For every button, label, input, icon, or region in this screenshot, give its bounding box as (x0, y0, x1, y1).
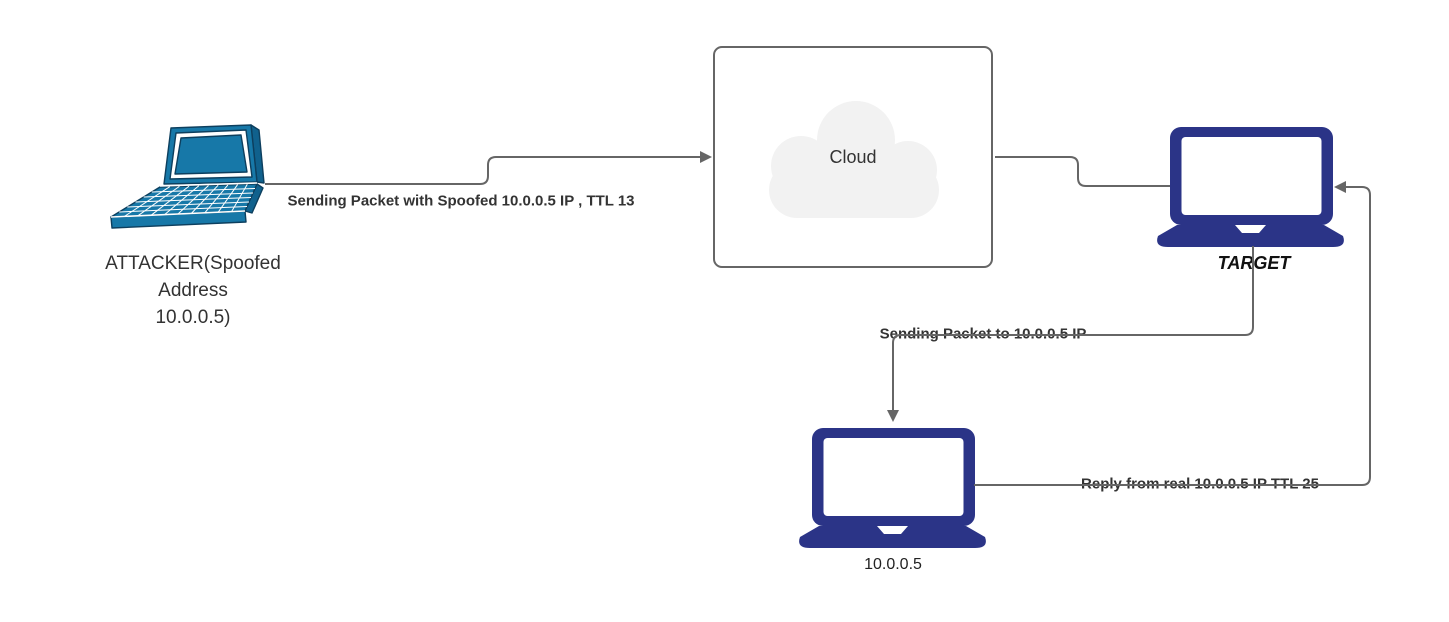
arrowhead-right-icon (700, 151, 712, 163)
laptop-modern-icon (799, 428, 986, 548)
edge-label-target-to-real: Sending Packet to 10.0.0.5 IP (879, 325, 1087, 343)
laptop-modern-icon (1157, 127, 1344, 247)
target-label: TARGET (1217, 253, 1291, 273)
edge-label-attacker-to-cloud: Sending Packet with Spoofed 10.0.0.5 IP … (287, 192, 635, 210)
cloud-icon (769, 101, 939, 218)
cloud-box: Cloud (713, 46, 993, 268)
real-host-laptop-icon (796, 428, 989, 554)
cloud-label: Cloud (829, 147, 877, 167)
real-host-label: 10.0.0.5 (864, 556, 922, 573)
target-laptop-icon (1154, 127, 1347, 253)
laptop-classic-icon (110, 124, 265, 229)
attacker-label: ATTACKER(Spoofed Address 10.0.0.5) (105, 253, 281, 328)
attacker-laptop-icon (105, 124, 270, 241)
edge-label-real-to-target: Reply from real 10.0.0.5 IP TTL 25 (1081, 475, 1319, 493)
arrowhead-down-icon (887, 410, 899, 422)
edge-attacker-to-cloud (265, 151, 712, 185)
edge-cloud-to-target (995, 156, 1170, 187)
